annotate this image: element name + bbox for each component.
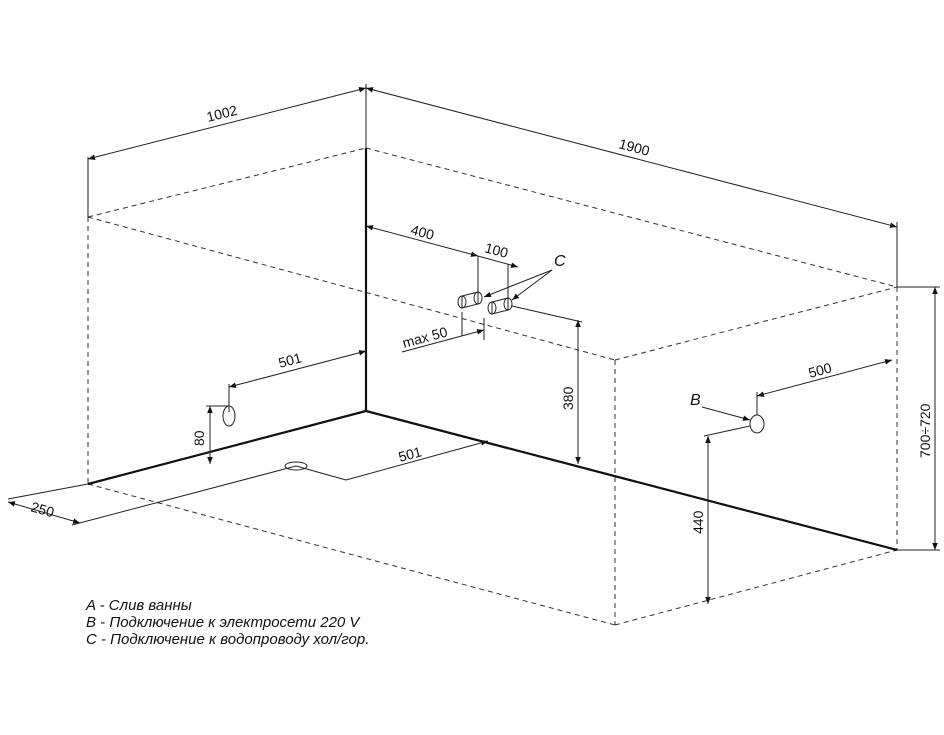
legend-item-c: C - Подключение к водопроводу хол/гор. (86, 631, 370, 648)
dimension-501-upper: 501 (228, 349, 367, 412)
callout-b: B (690, 392, 701, 409)
dimension-1900: 1900 (365, 87, 898, 287)
dim-380-label: 380 (560, 386, 576, 410)
drain-a: 80 (191, 405, 236, 464)
dim-440-label: 440 (690, 510, 706, 534)
legend-item-a: A - Слив ванны (86, 597, 192, 614)
floor-drain: 501 (284, 440, 489, 481)
dim-250-label: 250 (29, 499, 56, 521)
dim-400-label: 400 (409, 221, 436, 243)
dimension-100: 100 (477, 239, 519, 304)
legend-item-b: B - Подключение к электросети 220 V (86, 614, 360, 631)
dim-1900-label: 1900 (617, 135, 651, 159)
dim-80-label: 80 (191, 430, 207, 446)
box-outline (87, 147, 898, 626)
dimension-700-720: 700÷720 (897, 286, 940, 551)
dim-700-720-label: 700÷720 (917, 403, 933, 458)
dim-1002-label: 1002 (205, 102, 239, 125)
pipes-connection: C (457, 253, 566, 315)
dimension-1002: 1002 (87, 84, 367, 217)
dimension-max-50: max 50 (401, 312, 485, 353)
electrical-b: B 500 440 (690, 359, 893, 604)
dim-max-50-label: max 50 (401, 324, 450, 351)
dim-100-label: 100 (483, 239, 510, 261)
legend: A - Слив ванны B - Подключение к электро… (86, 597, 369, 648)
dimension-380: 380 (511, 305, 583, 464)
dim-501-upper-label: 501 (277, 349, 304, 371)
dim-500-label: 500 (807, 359, 834, 381)
dimension-400: 400 (365, 221, 479, 296)
callout-c: C (554, 253, 566, 270)
dim-501-lower-label: 501 (397, 443, 424, 465)
dimension-250: 250 (7, 465, 297, 526)
wall-lines (87, 148, 898, 552)
